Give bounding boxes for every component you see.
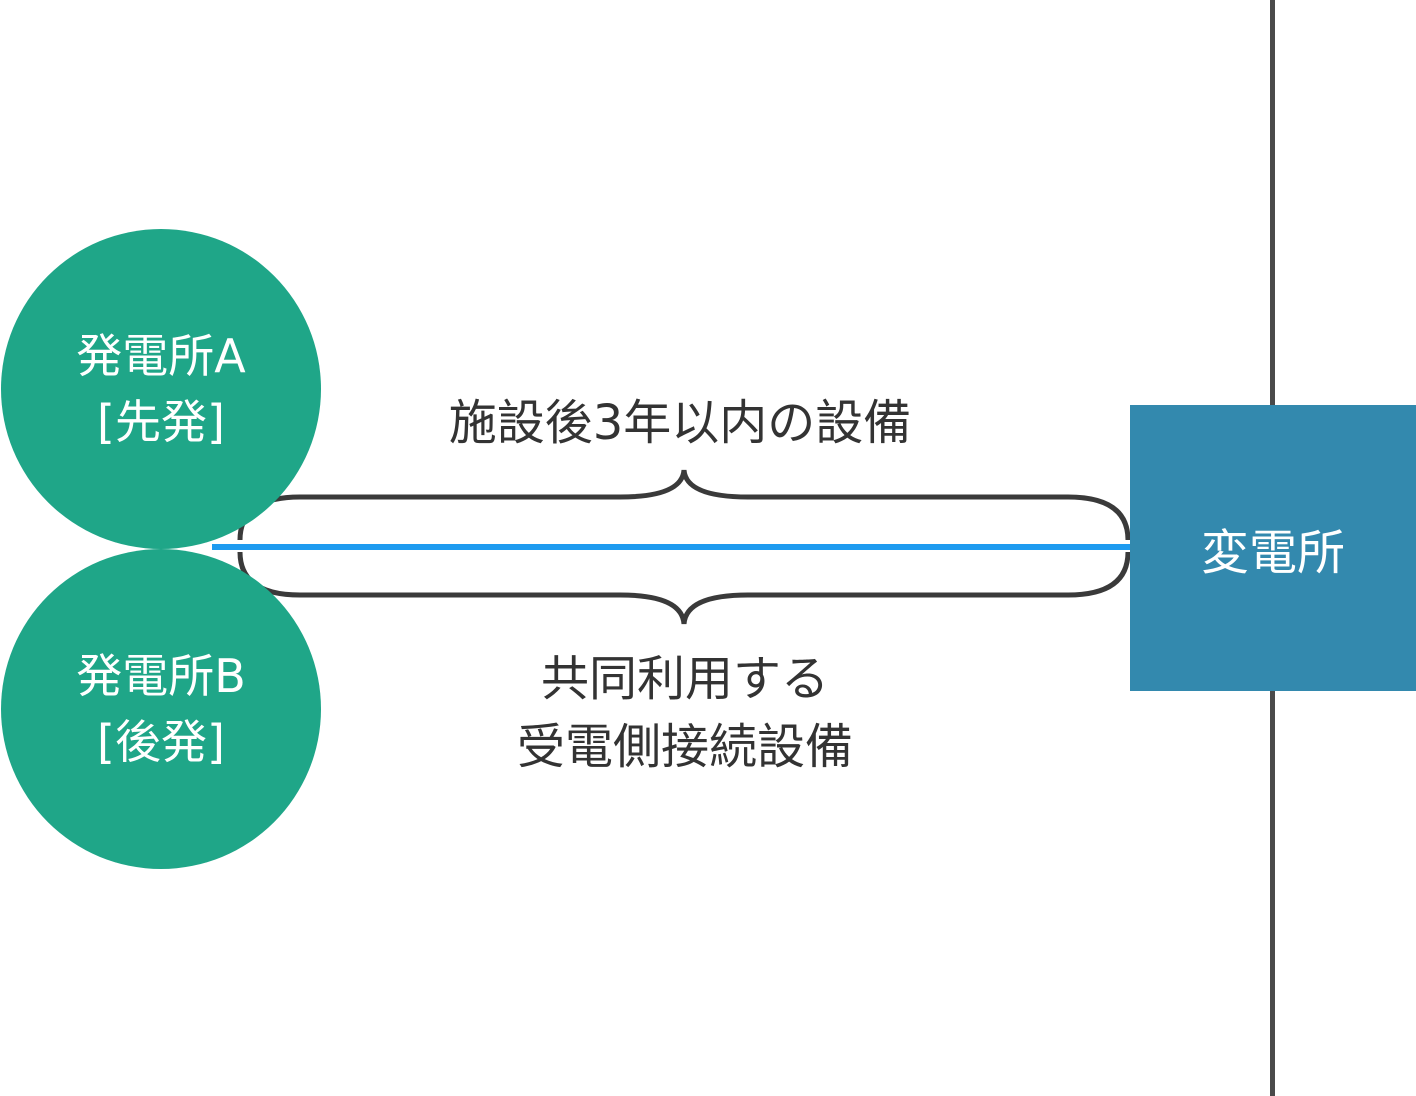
substation-box: 変電所 [1130,405,1416,691]
plant-a-role: [先発] [97,395,225,449]
connection-line [212,544,1130,550]
top-brace [237,469,1131,541]
plant-a-name: 発電所A [76,329,246,383]
plant-b-role: [後発] [97,715,225,769]
bottom-brace [237,551,1131,625]
power-plant-a: 発電所A [先発] [1,229,321,549]
plant-b-name: 発電所B [76,649,246,703]
bottom-brace-label-line1: 共同利用する [540,651,829,707]
substation-label: 変電所 [1200,525,1345,581]
power-plant-b: 発電所B [後発] [1,549,321,869]
bottom-brace-label-line2: 受電側接続設備 [516,719,853,775]
top-brace-label: 施設後3年以内の設備 [448,395,912,451]
bottom-brace-label: 共同利用する 受電側接続設備 [380,645,990,781]
